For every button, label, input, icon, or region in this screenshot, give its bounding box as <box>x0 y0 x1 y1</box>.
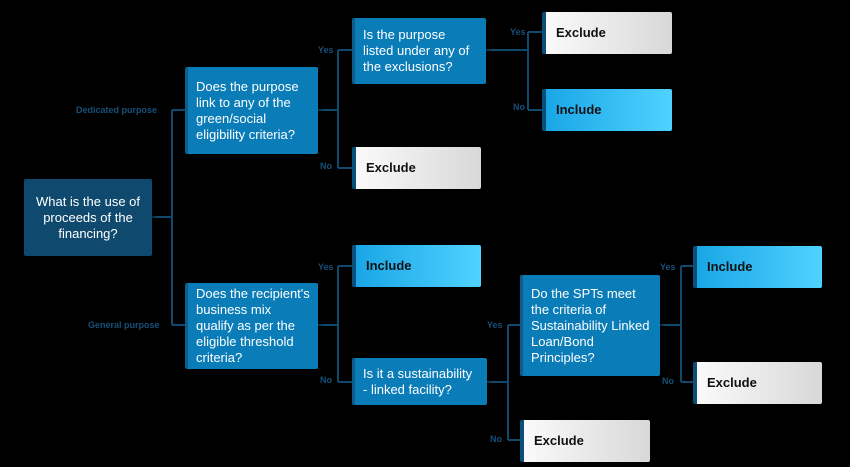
outcome-exclude-facility-no: Exclude <box>520 420 650 462</box>
edge-label-yes: Yes <box>510 27 526 37</box>
outcome-exclude-link-no: Exclude <box>352 147 481 189</box>
outcome-exclude-exclusions-yes: Exclude <box>542 12 672 54</box>
outcome-exclude-spts-no: Exclude <box>693 362 822 404</box>
root-question-text: What is the use of proceeds of the finan… <box>35 193 141 241</box>
question-link-criteria-text: Does the purpose link to any of the gree… <box>196 78 299 142</box>
edge-label-no: No <box>320 375 332 385</box>
outcome-include-mix-yes: Include <box>352 245 481 287</box>
question-link-criteria: Does the purpose link to any of the gree… <box>185 67 318 154</box>
outcome-label: Include <box>707 259 753 274</box>
edge-label-no: No <box>320 161 332 171</box>
outcome-label: Include <box>556 102 602 117</box>
edge-label-yes: Yes <box>318 45 334 55</box>
edge-label-yes: Yes <box>660 262 676 272</box>
outcome-label: Include <box>366 258 412 273</box>
question-sustainability-facility: Is it a sustainability - linked facility… <box>352 358 487 405</box>
edge-label-no: No <box>513 102 525 112</box>
question-spts: Do the SPTs meet the criteria of Sustain… <box>520 275 660 376</box>
edge-label-no: No <box>490 434 502 444</box>
edge-label-yes: Yes <box>487 320 503 330</box>
outcome-include-spts-yes: Include <box>693 246 822 288</box>
question-business-mix: Does the recipient's business mix qualif… <box>185 283 318 369</box>
edge-label-yes: Yes <box>318 262 334 272</box>
question-exclusions-text: Is the purpose listed under any of the e… <box>363 27 470 74</box>
outcome-label: Exclude <box>556 25 606 40</box>
outcome-label: Exclude <box>707 375 757 390</box>
question-exclusions: Is the purpose listed under any of the e… <box>352 18 486 84</box>
edge-label-no: No <box>662 376 674 386</box>
question-sustainability-facility-text: Is it a sustainability - linked facility… <box>363 365 473 397</box>
root-question: What is the use of proceeds of the finan… <box>24 179 152 256</box>
branch-label-general: General purpose <box>88 320 160 330</box>
question-business-mix-text: Does the recipient's business mix qualif… <box>196 286 310 365</box>
branch-label-dedicated: Dedicated purpose <box>76 105 158 115</box>
outcome-label: Exclude <box>534 433 584 448</box>
question-spts-text: Do the SPTs meet the criteria of Sustain… <box>531 285 650 365</box>
outcome-include-exclusions-no: Include <box>542 89 672 131</box>
outcome-label: Exclude <box>366 160 416 175</box>
